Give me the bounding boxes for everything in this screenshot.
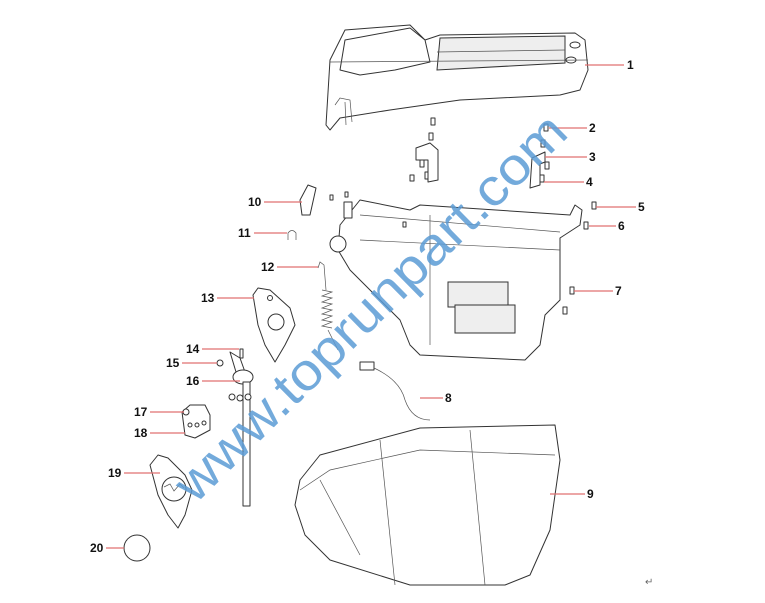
part-13-hinge-cover bbox=[252, 287, 296, 363]
callout-3: 3 bbox=[589, 150, 596, 164]
part-1-armrest-cover bbox=[325, 24, 589, 131]
callout-8: 8 bbox=[445, 391, 452, 405]
callout-11: 11 bbox=[238, 226, 251, 240]
callout-9: 9 bbox=[587, 487, 594, 501]
return-mark: ↵ bbox=[645, 577, 653, 588]
callout-18: 18 bbox=[134, 426, 148, 440]
part-3-brackets bbox=[415, 142, 546, 189]
part-17-18-plate bbox=[181, 404, 211, 439]
callout-17: 17 bbox=[134, 405, 148, 419]
callout-14: 14 bbox=[186, 342, 200, 356]
part-9-storage-bin bbox=[294, 424, 561, 586]
callout-15: 15 bbox=[166, 356, 180, 370]
callout-labels: 1 2 3 4 5 6 7 8 9 10 11 12 13 14 15 16 1… bbox=[90, 58, 645, 555]
leader-lines bbox=[106, 64, 636, 549]
callout-13: 13 bbox=[201, 291, 215, 305]
callout-1: 1 bbox=[627, 58, 634, 72]
part-19-hinge-cap bbox=[149, 454, 193, 529]
callout-6: 6 bbox=[618, 219, 625, 233]
part-8-wire bbox=[359, 361, 431, 421]
callout-20: 20 bbox=[90, 541, 104, 555]
part-frame-housing bbox=[329, 174, 597, 361]
callout-10: 10 bbox=[248, 195, 262, 209]
callout-5: 5 bbox=[638, 200, 645, 214]
callout-16: 16 bbox=[186, 374, 200, 388]
part-11-clip bbox=[287, 230, 297, 240]
callout-4: 4 bbox=[586, 175, 593, 189]
callout-12: 12 bbox=[261, 260, 275, 274]
part-12-spring bbox=[317, 261, 339, 351]
callout-7: 7 bbox=[615, 284, 622, 298]
part-20-round-cap bbox=[123, 534, 151, 562]
callout-2: 2 bbox=[589, 121, 596, 135]
callout-19: 19 bbox=[108, 466, 122, 480]
part-10-latch bbox=[299, 184, 317, 216]
